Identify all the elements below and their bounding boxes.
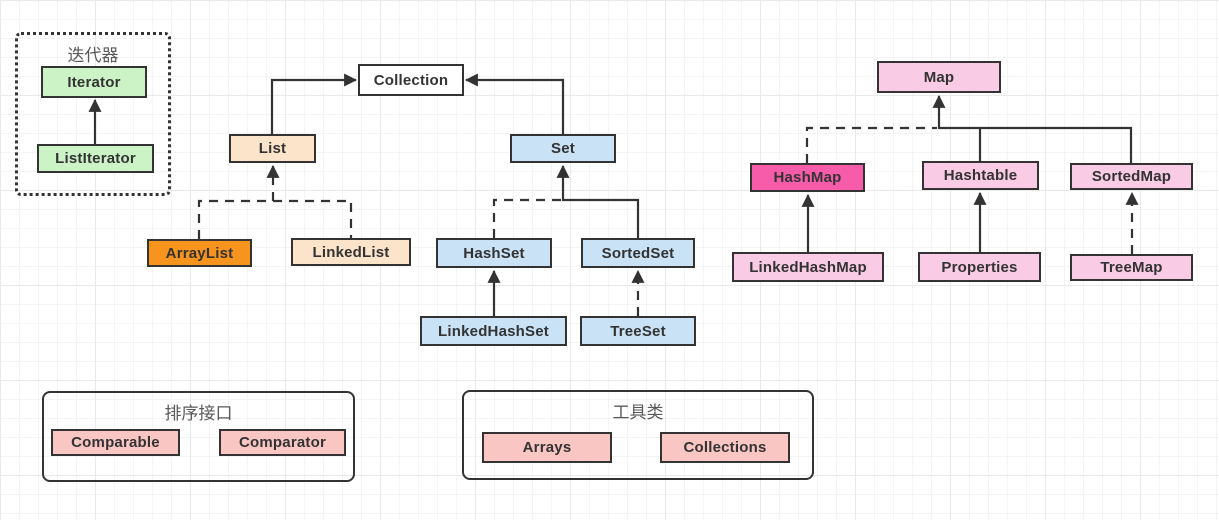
node-label: Collections (683, 439, 767, 456)
edge-set-collection[interactable] (464, 73, 565, 134)
node-arraylist[interactable]: ArrayList (147, 239, 252, 267)
node-map[interactable]: Map (877, 61, 1001, 93)
node-label: Properties (941, 258, 1018, 276)
node-properties[interactable]: Properties (918, 252, 1041, 282)
edge-sortedmap-branch[interactable] (939, 126, 1133, 163)
node-treeset[interactable]: TreeSet (580, 316, 696, 346)
node-comparator[interactable]: Comparator (219, 429, 346, 456)
node-arrays[interactable]: Arrays (482, 432, 612, 463)
node-label: Comparable (71, 434, 160, 451)
node-sortedmap[interactable]: SortedMap (1070, 163, 1193, 190)
iterator-group-title: 迭代器 (67, 46, 119, 65)
node-label: LinkedList (312, 243, 390, 261)
sorting-group[interactable]: 排序接口 (42, 391, 355, 482)
edge-hashmap-branch[interactable] (805, 126, 937, 163)
node-listiterator[interactable]: ListIterator (37, 144, 154, 173)
node-list[interactable]: List (229, 134, 316, 163)
node-sortedset[interactable]: SortedSet (581, 238, 695, 268)
node-hashmap[interactable]: HashMap (750, 163, 865, 192)
node-linkedhashset[interactable]: LinkedHashSet (420, 316, 567, 346)
node-label: SortedMap (1091, 168, 1172, 185)
node-label: TreeSet (610, 322, 666, 340)
node-collection[interactable]: Collection (358, 64, 464, 96)
node-label: ArrayList (165, 244, 234, 262)
node-label: TreeMap (1100, 259, 1163, 276)
node-label: Set (551, 140, 575, 157)
node-label: LinkedHashSet (438, 322, 549, 340)
node-treemap[interactable]: TreeMap (1070, 254, 1193, 281)
node-label: LinkedHashMap (749, 258, 867, 276)
iterator-group[interactable]: 迭代器 (15, 32, 171, 196)
node-linkedlist[interactable]: LinkedList (291, 238, 411, 266)
node-label: Collection (373, 71, 449, 89)
node-label: Iterator (67, 73, 121, 91)
node-label: Hashtable (943, 167, 1018, 184)
node-label: Arrays (522, 439, 572, 456)
node-hashtable[interactable]: Hashtable (922, 161, 1039, 190)
utility-group-title: 工具类 (612, 403, 664, 422)
edge-arraylist-linkedlist-branch[interactable] (197, 199, 353, 239)
node-label: List (258, 140, 287, 157)
node-label: HashSet (463, 244, 525, 262)
node-label: ListIterator (55, 150, 136, 167)
node-set[interactable]: Set (510, 134, 616, 163)
utility-group[interactable]: 工具类 (462, 390, 814, 480)
node-comparable[interactable]: Comparable (51, 429, 180, 456)
node-collections[interactable]: Collections (660, 432, 790, 463)
node-label: Comparator (238, 434, 326, 451)
node-linkedhashmap[interactable]: LinkedHashMap (732, 252, 884, 282)
sorting-group-title: 排序接口 (164, 404, 233, 423)
edge-hashset-branch[interactable] (492, 198, 561, 238)
node-label: HashMap (773, 169, 842, 186)
edge-list-collection[interactable] (270, 73, 358, 134)
node-hashset[interactable]: HashSet (436, 238, 552, 268)
edge-sortedset-set[interactable] (556, 164, 640, 238)
node-label: SortedSet (601, 244, 675, 262)
node-label: Map (923, 68, 955, 86)
node-iterator[interactable]: Iterator (41, 66, 147, 98)
